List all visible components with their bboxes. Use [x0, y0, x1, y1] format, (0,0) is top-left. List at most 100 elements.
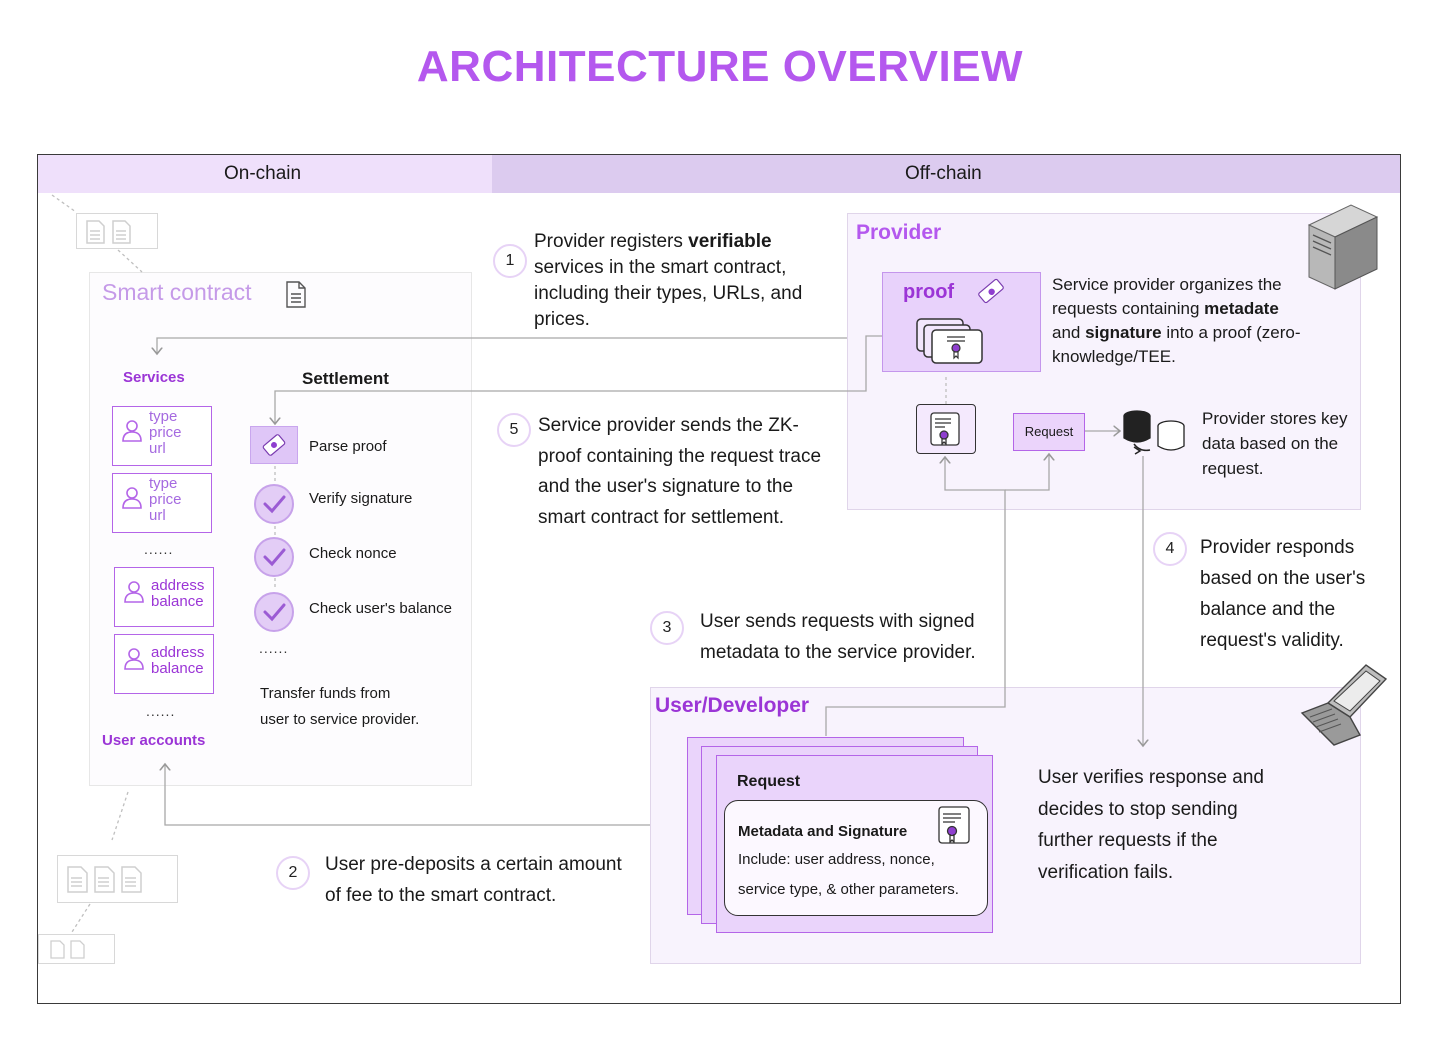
off-chain-label: Off-chain — [905, 163, 982, 184]
step-4-line: Provider responds — [1200, 537, 1355, 558]
certificate-icon — [938, 806, 970, 844]
step-number-5: 5 — [497, 413, 531, 447]
service-card: type price url — [112, 406, 212, 466]
provider-desc-text: requests containing — [1052, 299, 1205, 318]
step-2-description: User pre-deposits a certain amount of fe… — [325, 849, 622, 911]
provider-desc-text: Service provider organizes the — [1052, 275, 1282, 294]
document-icon — [50, 940, 85, 959]
step-2-line: of fee to the smart contract. — [325, 885, 557, 906]
user-verify-line: decides to stop sending — [1038, 798, 1238, 820]
provider-desc-bold: metadate — [1204, 299, 1279, 318]
account-balance: balance — [151, 593, 204, 610]
step-number-3: 3 — [650, 611, 684, 645]
step-5-line: and the user's signature to the — [538, 476, 794, 497]
check-icon — [254, 592, 294, 632]
check-icon — [254, 537, 294, 577]
person-icon — [122, 487, 142, 509]
step-5-line: smart contract for settlement. — [538, 506, 785, 528]
settlement-label: Settlement — [302, 369, 389, 388]
step-number-4: 4 — [1153, 532, 1187, 566]
certificate-icon — [930, 412, 960, 446]
faded-documents-top — [76, 213, 158, 249]
step-4-line: request's validity. — [1200, 630, 1344, 651]
service-url: url — [149, 440, 166, 457]
person-icon — [122, 420, 142, 442]
faded-documents-bottom — [57, 855, 178, 903]
user-verify-line: verification fails. — [1038, 861, 1174, 883]
parse-proof-icon-box — [250, 426, 298, 464]
account-address: address — [151, 644, 205, 661]
step-3-description: User sends requests with signed metadata… — [700, 606, 976, 668]
step-1-text: Provider registers — [534, 231, 689, 252]
user-accounts-label: User accounts — [102, 732, 206, 749]
user-verify-line: further requests if the — [1038, 830, 1218, 851]
step-check-nonce: Check nonce — [309, 545, 397, 562]
document-icon — [286, 281, 306, 308]
person-icon — [124, 581, 144, 603]
off-chain-header — [492, 155, 1400, 193]
accounts-ellipsis: ...... — [146, 703, 176, 719]
provider-desc-bold: signature — [1085, 323, 1162, 342]
step-1-line: services in the smart contract, — [534, 257, 787, 278]
service-price: price — [149, 491, 182, 508]
account-balance: balance — [151, 660, 204, 677]
check-icon — [254, 484, 294, 524]
step-check-balance: Check user's balance — [309, 600, 452, 617]
faded-documents-corner — [38, 934, 115, 964]
step-5-line: proof containing the request trace — [538, 445, 822, 467]
provider-store-line: request. — [1202, 459, 1264, 478]
metadata-line-1: Include: user address, nonce, — [738, 851, 935, 868]
provider-store-text: Provider stores key data based on the re… — [1202, 406, 1348, 481]
provider-desc-text: knowledge/TEE. — [1052, 347, 1176, 366]
step-3-line: User sends requests with signed — [700, 611, 975, 632]
person-icon — [124, 648, 144, 670]
step-5-line: Service provider sends the ZK- — [538, 415, 799, 436]
step-1-description: Provider registers verifiable services i… — [534, 229, 802, 333]
certificate-icon — [916, 318, 983, 364]
step-parse-proof: Parse proof — [309, 438, 387, 455]
step-verify-signature: Verify signature — [309, 490, 413, 507]
provider-store-line: data based on the — [1202, 434, 1339, 453]
user-verify-line: User verifies response and — [1038, 767, 1264, 788]
provider-title: Provider — [856, 221, 942, 244]
service-type: type — [149, 475, 178, 492]
provider-store-line: Provider stores key — [1202, 409, 1348, 428]
step-4-line: based on the user's — [1200, 568, 1366, 589]
service-price: price — [149, 424, 182, 441]
scroll-icon — [262, 434, 286, 456]
step-number-1: 1 — [493, 244, 527, 278]
step-4-description: Provider responds based on the user's ba… — [1200, 532, 1365, 656]
step-5-description: Service provider sends the ZK- proof con… — [538, 411, 821, 533]
service-card: type price url — [112, 473, 212, 533]
user-request-label: Request — [737, 773, 801, 790]
step-1-bold: verifiable — [688, 231, 772, 252]
provider-description: Service provider organizes the requests … — [1052, 273, 1352, 369]
metadata-title: Metadata and Signature — [738, 823, 908, 840]
account-card: address balance — [114, 634, 214, 694]
step-2-line: User pre-deposits a certain amount — [325, 854, 622, 875]
account-card: address balance — [114, 567, 214, 627]
step-3-line: metadata to the service provider. — [700, 642, 976, 663]
scroll-icon — [978, 278, 1004, 304]
step-1-line: including their types, URLs, and — [534, 283, 803, 304]
service-type: type — [149, 408, 178, 425]
on-chain-label: On-chain — [224, 163, 302, 184]
proof-label: proof — [903, 281, 955, 303]
step-4-line: balance and the — [1200, 599, 1336, 620]
settlement-ellipsis: ...... — [259, 640, 289, 656]
document-icon — [67, 866, 142, 893]
database-icon — [1123, 410, 1185, 455]
laptop-icon — [1300, 664, 1388, 746]
transfer-line-2: user to service provider. — [260, 711, 420, 728]
metadata-line-2: service type, & other parameters. — [738, 881, 959, 898]
provider-request-box: Request — [1013, 413, 1085, 451]
step-number-2: 2 — [276, 856, 310, 890]
user-verify-text: User verifies response and decides to st… — [1038, 762, 1264, 888]
on-chain-header — [38, 155, 492, 193]
account-address: address — [151, 577, 205, 594]
service-url: url — [149, 507, 166, 524]
transfer-line-1: Transfer funds from — [260, 685, 391, 702]
page-title: ARCHITECTURE OVERVIEW — [416, 42, 1024, 91]
signed-request-icon-box — [916, 404, 976, 454]
provider-desc-text: into a proof (zero- — [1161, 323, 1301, 342]
